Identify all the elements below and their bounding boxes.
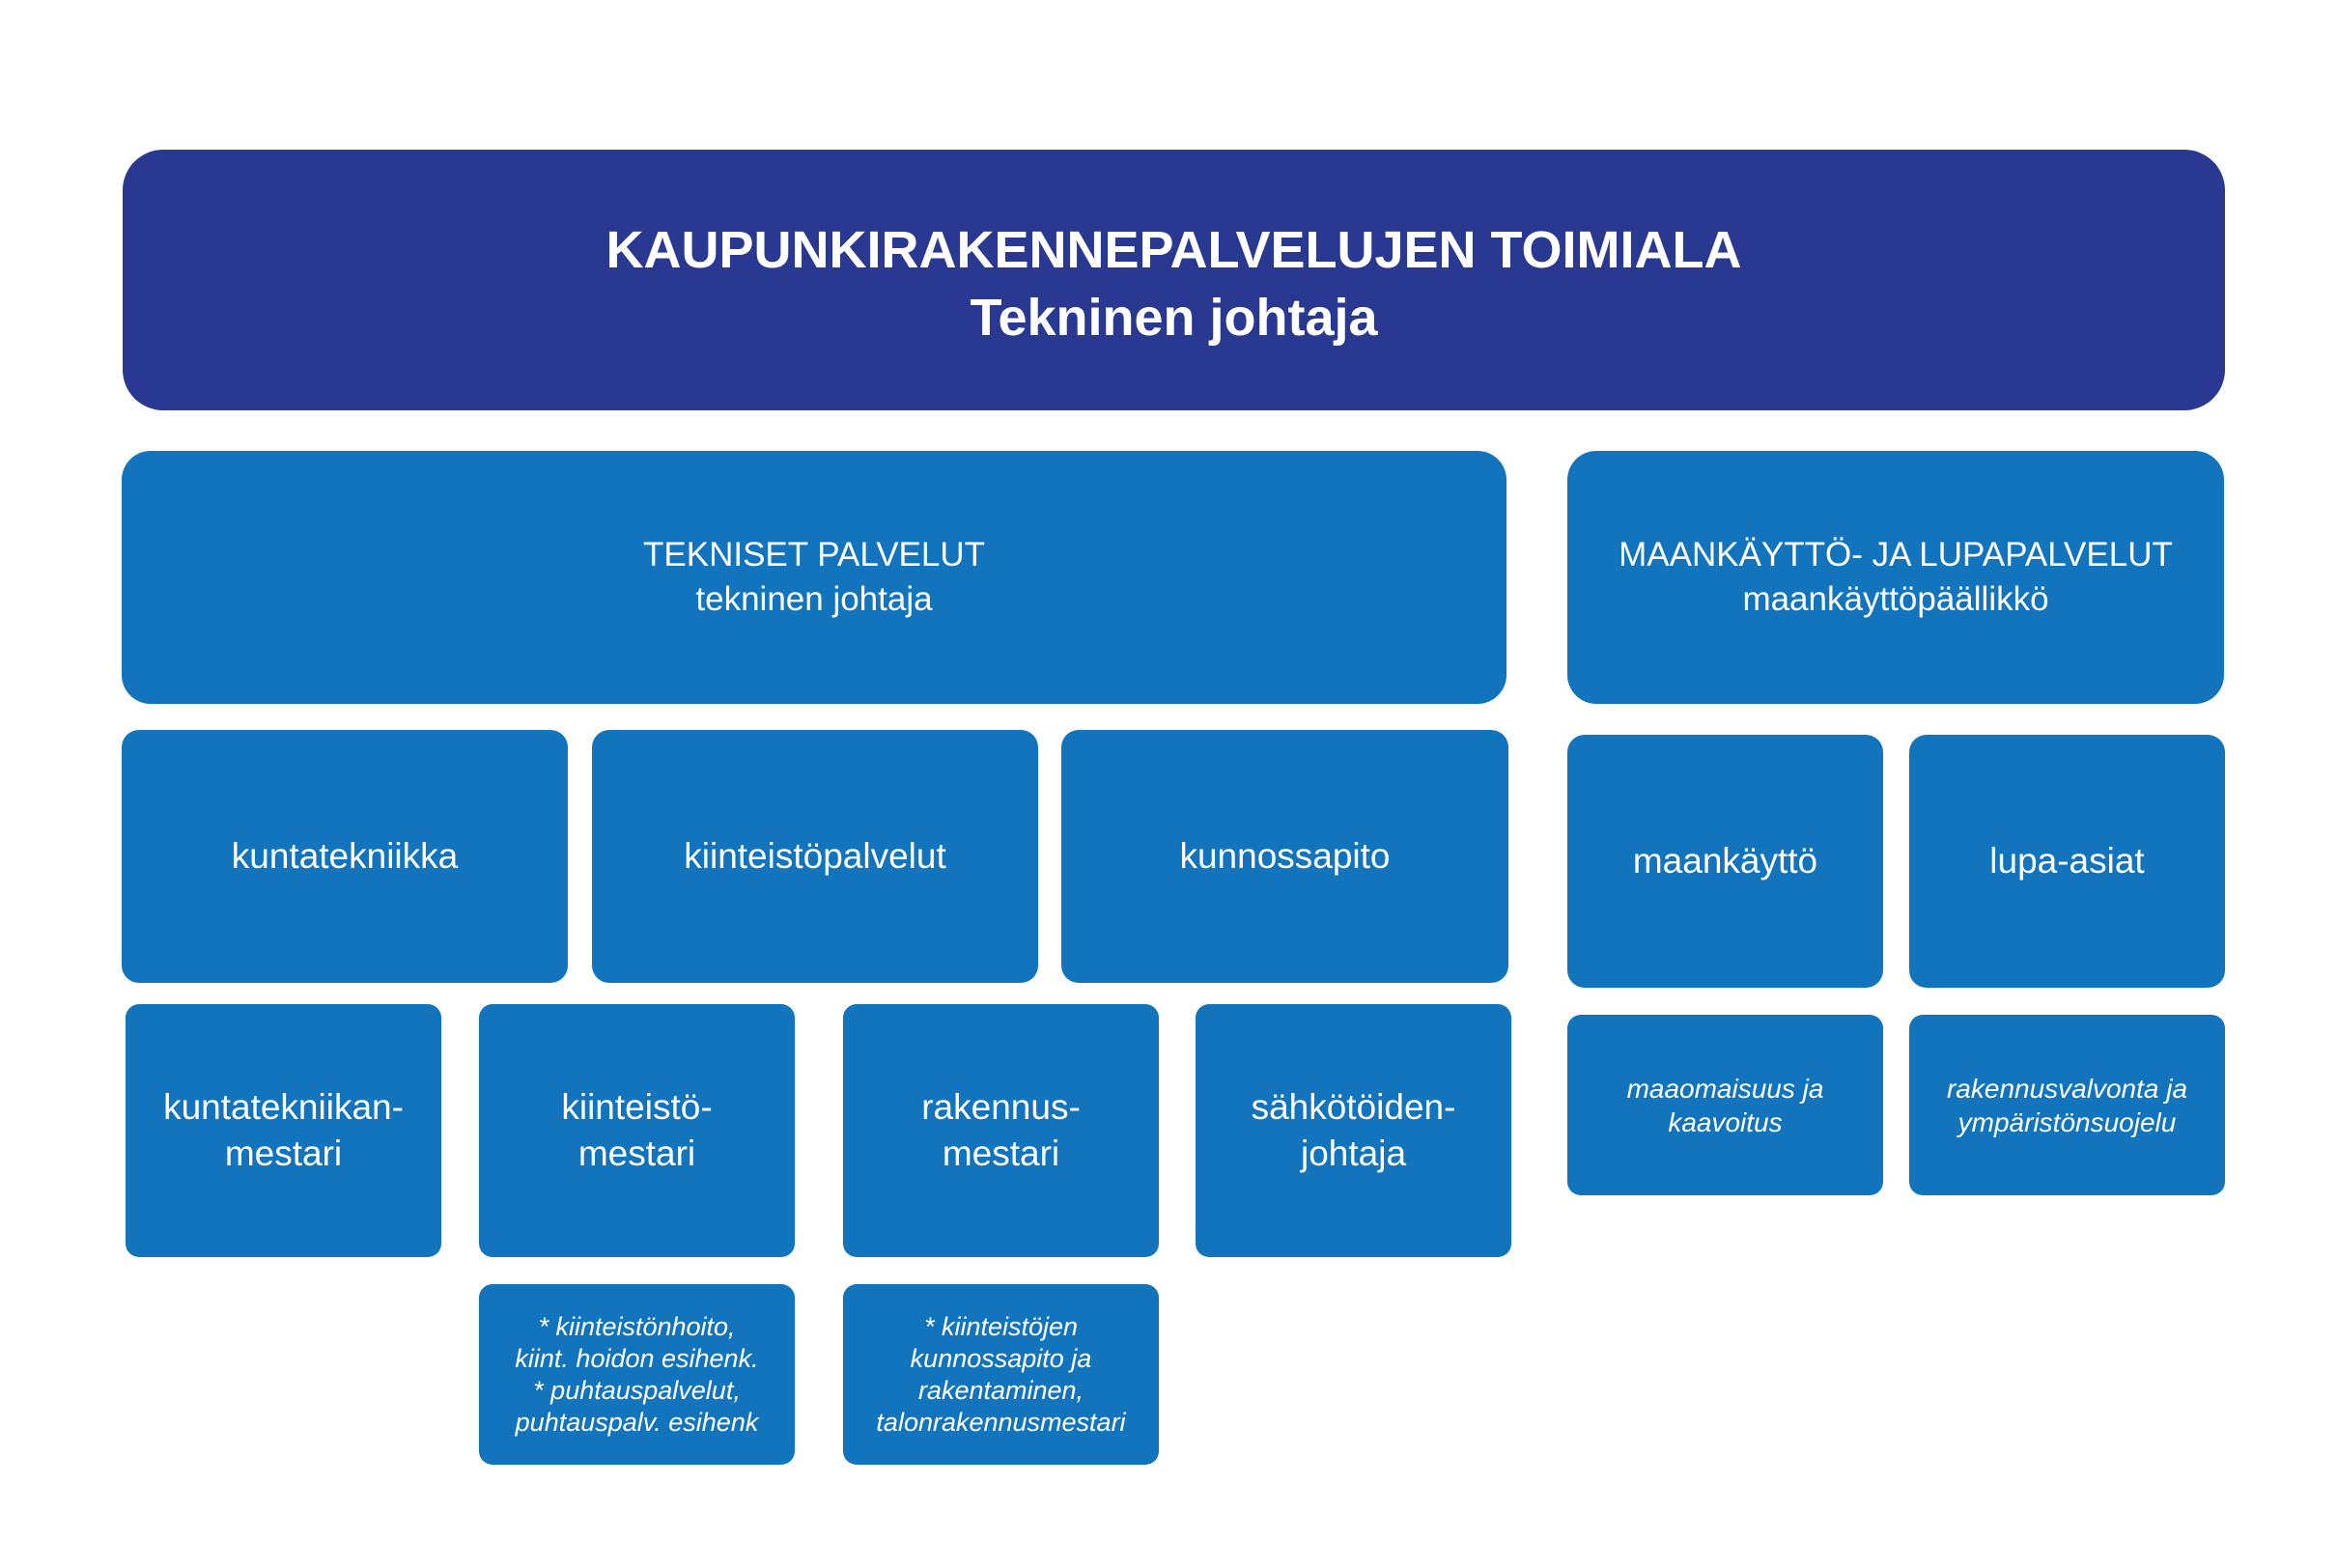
role-label-line1: kiinteistö- — [561, 1087, 713, 1127]
division-maankaytto-lupapalvelut: MAANKÄYTTÖ- JA LUPAPALVELUT maankäyttöpä… — [1567, 451, 2224, 704]
unit-label: maankäyttö — [1632, 841, 1818, 881]
detail-rakennusmestari-tasks: * kiinteistöjen kunnossapito ja rakentam… — [843, 1284, 1159, 1465]
role-label-line1: rakennus- — [921, 1087, 1081, 1127]
role-label-line1: kuntatekniikan- — [163, 1087, 404, 1127]
unit-label: lupa-asiat — [1989, 841, 2145, 881]
detail-line: rakentaminen, — [917, 1375, 1084, 1405]
role-label-line2: mestari — [577, 1134, 696, 1173]
detail-line: talonrakennusmestari — [876, 1407, 1126, 1437]
unit-label: kunnossapito — [1179, 836, 1391, 876]
role-kuntatekniikan-mestari: kuntatekniikan- mestari — [126, 1004, 441, 1257]
detail-line: rakennusvalvonta ja — [1946, 1073, 2188, 1104]
unit-kuntatekniikka: kuntatekniikka — [122, 730, 568, 983]
unit-lupa-asiat: lupa-asiat — [1909, 735, 2225, 988]
unit-kiinteistopalvelut: kiinteistöpalvelut — [592, 730, 1038, 983]
detail-line: * puhtauspalvelut, — [533, 1375, 741, 1405]
detail-line: * kiinteistöjen — [923, 1311, 1079, 1341]
organization-header: KAUPUNKIRAKENNEPALVELUJEN TOIMIALA Tekni… — [123, 150, 2225, 410]
role-kiinteistomestari: kiinteistö- mestari — [479, 1004, 795, 1257]
detail-line: kaavoitus — [1668, 1106, 1783, 1137]
role-sahkotoiden-johtaja: sähkötöiden- johtaja — [1196, 1004, 1511, 1257]
role-label-line1: sähkötöiden- — [1251, 1087, 1456, 1127]
detail-rakennusvalvonta-ymparistonsuojelu: rakennusvalvonta ja ympäristönsuojelu — [1909, 1015, 2225, 1195]
division-title: TEKNISET PALVELUT — [643, 536, 985, 574]
detail-line: ympäristönsuojelu — [1957, 1106, 2177, 1137]
detail-maaomaisuus-kaavoitus: maaomaisuus ja kaavoitus — [1567, 1015, 1883, 1195]
role-rakennusmestari: rakennus- mestari — [843, 1004, 1159, 1257]
role-label-line2: mestari — [942, 1134, 1060, 1173]
division-head-role: tekninen johtaja — [695, 580, 933, 618]
detail-line: maaomaisuus ja — [1626, 1073, 1824, 1104]
division-head-role: maankäyttöpäällikkö — [1742, 580, 2049, 618]
role-label-line2: johtaja — [1300, 1134, 1407, 1173]
unit-label: kuntatekniikka — [231, 836, 459, 876]
detail-line: * kiinteistönhoito, — [538, 1311, 736, 1341]
division-tekniset-palvelut: TEKNISET PALVELUT tekninen johtaja — [122, 451, 1506, 704]
role-label-line2: mestari — [224, 1134, 343, 1173]
unit-label: kiinteistöpalvelut — [684, 836, 946, 876]
unit-maankaytto: maankäyttö — [1567, 735, 1883, 988]
organization-title: KAUPUNKIRAKENNEPALVELUJEN TOIMIALA — [605, 221, 1742, 279]
organization-head-role: Tekninen johtaja — [970, 289, 1378, 347]
unit-kunnossapito: kunnossapito — [1061, 730, 1508, 983]
detail-line: kiint. hoidon esihenk. — [515, 1343, 759, 1373]
detail-kiinteistomestari-tasks: * kiinteistönhoito, kiint. hoidon esihen… — [479, 1284, 795, 1465]
detail-line: puhtauspalv. esihenk — [515, 1407, 759, 1437]
detail-line: kunnossapito ja — [910, 1343, 1092, 1373]
division-title: MAANKÄYTTÖ- JA LUPAPALVELUT — [1619, 536, 2173, 574]
